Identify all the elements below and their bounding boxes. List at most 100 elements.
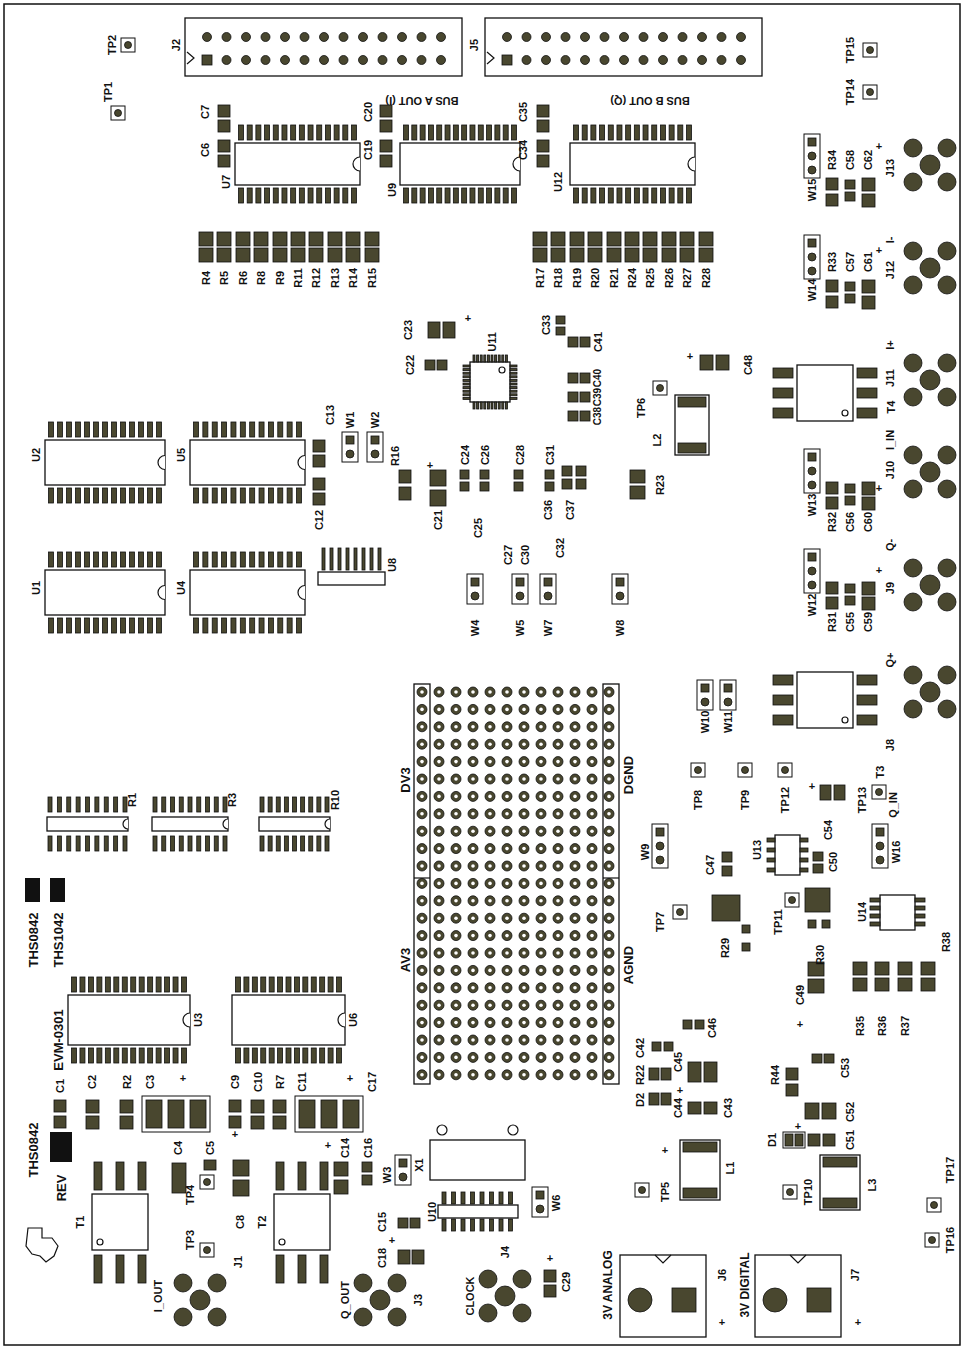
round-pad	[657, 385, 664, 392]
solder-pad	[276, 797, 280, 812]
solder-pad	[478, 125, 483, 140]
drill-hole	[556, 951, 560, 955]
solder-pad	[862, 582, 875, 595]
drill-hole	[556, 934, 560, 938]
part-label: C55	[845, 612, 856, 632]
round-pad	[536, 1052, 546, 1062]
solder-pad	[85, 488, 90, 503]
solder-pad	[130, 552, 135, 567]
part-label: R21	[609, 268, 620, 288]
drill-hole	[488, 795, 492, 799]
drill-hole	[573, 742, 577, 746]
solder-pad	[54, 1100, 66, 1112]
drill-hole	[505, 760, 509, 764]
solder-pad	[845, 484, 855, 493]
drill-hole	[522, 986, 526, 990]
round-pad	[553, 826, 563, 836]
solder-pad	[222, 488, 227, 503]
part-label: L2	[652, 434, 663, 447]
solder-pad	[203, 488, 208, 503]
round-pad	[502, 983, 512, 993]
solder-pad	[487, 188, 492, 203]
round-pad	[570, 1018, 580, 1028]
drill-hole	[573, 1038, 577, 1042]
drill-hole	[590, 1073, 594, 1077]
part-label: J5	[469, 39, 480, 51]
drill-hole	[539, 1021, 543, 1025]
solder-pad	[320, 977, 325, 992]
drill-hole	[590, 812, 594, 816]
solder-pad	[808, 138, 816, 146]
solder-pad	[88, 1048, 93, 1063]
drill-hole	[454, 847, 458, 851]
solder-pad	[767, 838, 775, 842]
round-pad	[519, 913, 529, 923]
round-pad	[434, 722, 444, 732]
round-pad	[587, 965, 597, 975]
drill-hole	[556, 1056, 560, 1060]
silk-outline	[235, 143, 360, 185]
part-label: J10	[885, 461, 896, 479]
part-label: +	[547, 1253, 553, 1264]
solder-pad	[430, 490, 446, 506]
round-pad	[639, 1187, 646, 1194]
solder-pad	[576, 479, 586, 489]
silk-outline	[872, 785, 886, 799]
solder-pad	[204, 1160, 216, 1170]
drill-hole	[539, 1038, 543, 1042]
round-pad	[701, 698, 709, 706]
part-label: C30	[520, 545, 531, 565]
round-pad	[502, 948, 512, 958]
part-label: BUS B OUT (Q)	[610, 95, 689, 106]
round-pad	[519, 1000, 529, 1010]
solder-pad	[148, 1048, 153, 1063]
solder-pad	[399, 470, 411, 483]
round-pad	[938, 354, 956, 372]
round-pad	[587, 1018, 597, 1028]
drill-hole	[488, 690, 492, 694]
solder-pad	[452, 1192, 456, 1204]
part-label: C35	[518, 102, 529, 122]
solder-pad	[57, 797, 61, 812]
round-pad	[570, 965, 580, 975]
solder-pad	[233, 1180, 249, 1196]
drill-hole	[454, 899, 458, 903]
solder-pad	[223, 836, 227, 851]
part-label: J9	[885, 582, 896, 594]
solder-pad	[251, 1100, 264, 1113]
solder-pad	[437, 360, 447, 370]
solder-pad	[514, 470, 523, 479]
solder-pad	[545, 470, 554, 479]
key-mark	[790, 1255, 806, 1263]
pin1-notch	[158, 456, 165, 470]
part-label: R25	[645, 268, 656, 288]
solder-pad	[309, 797, 313, 812]
round-pad	[468, 931, 478, 941]
round-pad	[174, 1274, 192, 1292]
round-pad	[388, 1308, 406, 1326]
round-pad	[587, 1000, 597, 1010]
solder-pad	[510, 369, 517, 371]
round-pad	[536, 722, 546, 732]
round-pad	[468, 722, 478, 732]
drill-hole	[556, 864, 560, 868]
round-pad	[581, 56, 590, 65]
part-label: U13	[752, 840, 763, 860]
part-label: TP9	[740, 790, 751, 810]
solder-pad	[67, 488, 72, 503]
solder-pad	[282, 188, 287, 203]
solder-pad	[634, 125, 639, 140]
part-label: TP10	[803, 1179, 814, 1205]
drill-hole	[573, 1056, 577, 1060]
solder-pad	[412, 1250, 424, 1264]
solder-pad	[162, 797, 166, 812]
solder-pad	[114, 836, 118, 851]
round-pad	[570, 931, 580, 941]
part-label: C59	[863, 612, 874, 632]
solder-pad	[570, 232, 584, 246]
drill-hole	[420, 812, 424, 816]
solder-pad	[308, 188, 313, 203]
solder-pad	[463, 390, 470, 392]
solder-pad	[437, 188, 442, 203]
solder-pad	[94, 618, 99, 633]
